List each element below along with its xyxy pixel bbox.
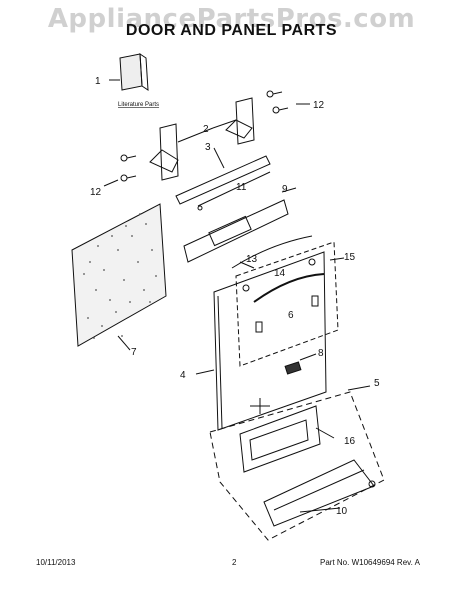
part-11-length-indicator: [197, 171, 271, 211]
part-7-insulation-panel: [71, 203, 167, 351]
part-4-outer-door: [195, 251, 327, 431]
part-15-handle-assembly: [235, 241, 345, 367]
callout-12-left: 12: [90, 187, 102, 198]
part-2-brackets: [149, 97, 255, 181]
callout-8: 8: [318, 348, 324, 359]
callout-16: 16: [344, 436, 356, 447]
footer-part-number: Part No. W10649694 Rev. A: [320, 558, 420, 567]
part-3-panel-strip: [175, 147, 271, 205]
footer-date: 10/11/2013: [36, 558, 76, 567]
callout-4: 4: [180, 370, 186, 381]
footer-page-number: 2: [232, 558, 237, 567]
callout-2: 2: [203, 124, 209, 135]
callout-14: 14: [274, 268, 286, 279]
part-16-toe-kick: [239, 405, 335, 473]
diagram-title: DOOR AND PANEL PARTS: [125, 22, 338, 39]
part-8-badge: [284, 353, 317, 375]
watermark: AppliancePartsPros.com: [47, 4, 416, 34]
callout-11: 11: [236, 182, 247, 193]
part-1-literature: [109, 53, 149, 91]
callout-7: 7: [131, 347, 137, 358]
literature-parts-label: Literature Parts: [118, 102, 159, 108]
callout-9: 9: [282, 184, 288, 195]
part-9-control-module: [183, 187, 297, 263]
callout-6: 6: [288, 310, 294, 321]
part-10-lower-rail: [263, 459, 376, 527]
callout-5: 5: [374, 378, 380, 389]
part-12-screws: [103, 90, 310, 187]
callout-13: 13: [246, 254, 258, 265]
part-5-kickplate-assembly: [209, 385, 385, 541]
callout-15: 15: [344, 252, 356, 263]
callout-1: 1: [95, 76, 101, 87]
part-13-handle: [231, 235, 313, 269]
callout-3: 3: [205, 142, 211, 153]
callout-12-right: 12: [313, 100, 325, 111]
callout-10: 10: [336, 506, 348, 517]
